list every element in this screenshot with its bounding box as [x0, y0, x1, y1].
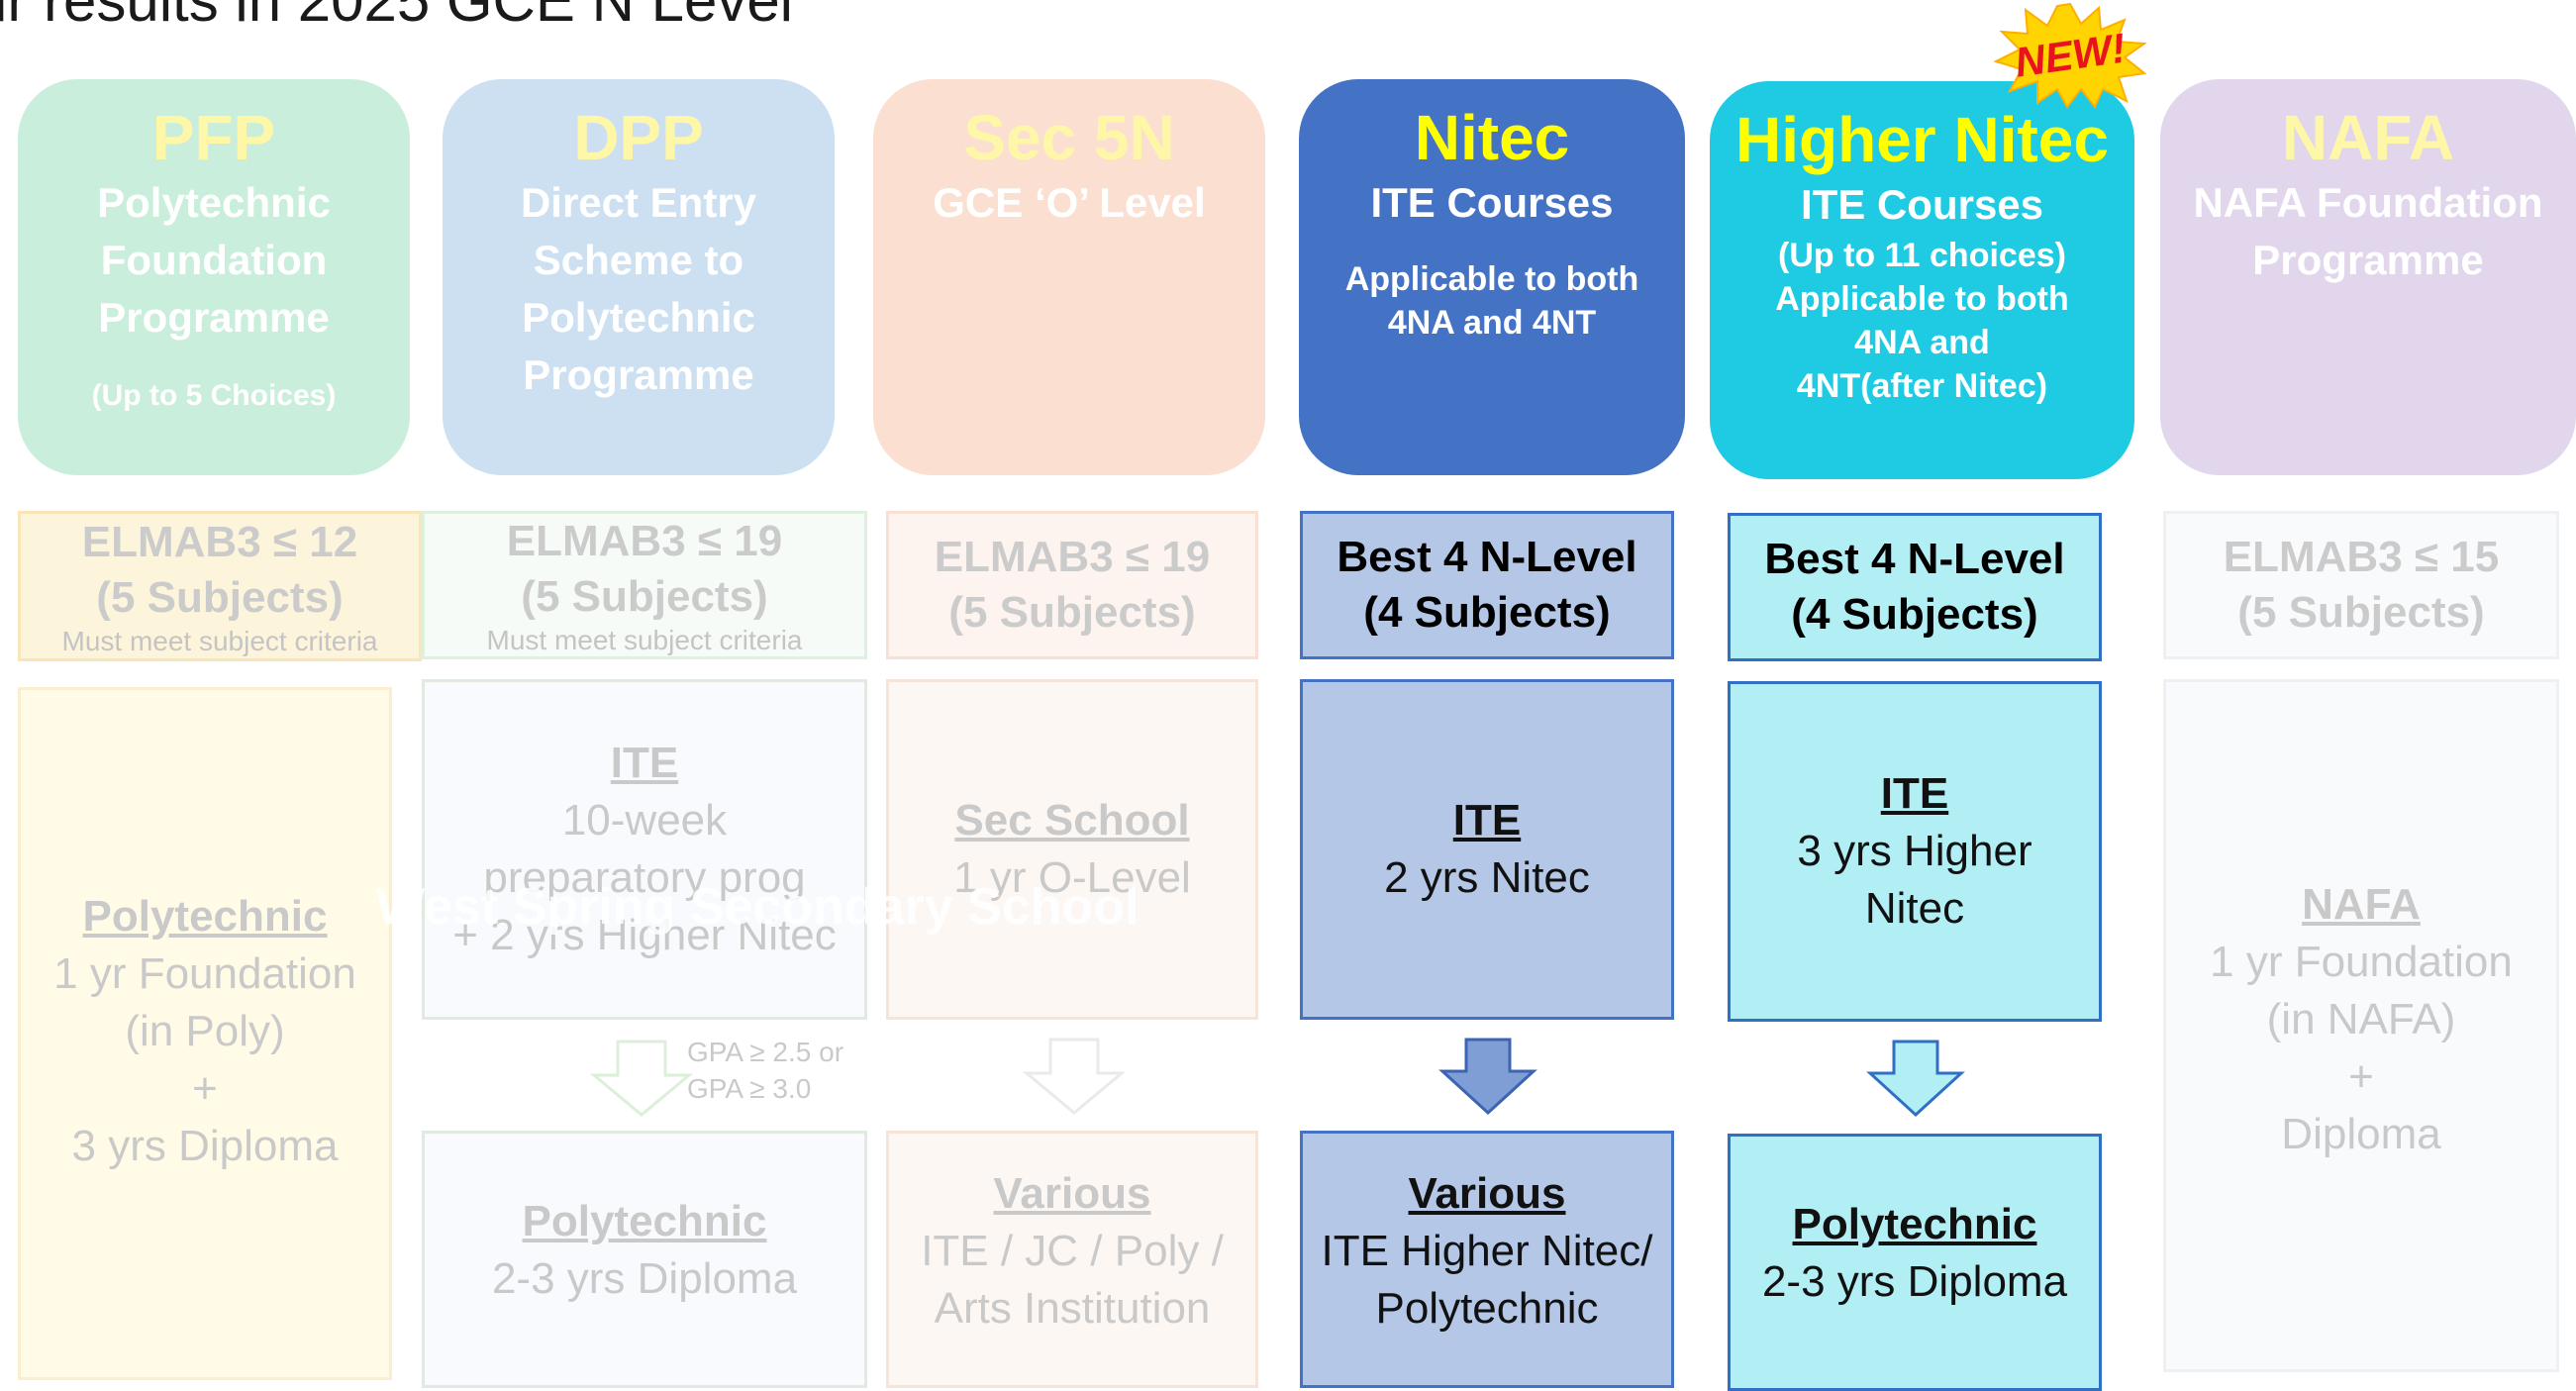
- outcome-higher-nitec: Polytechnic 2-3 yrs Diploma: [1728, 1134, 2102, 1391]
- criteria-higher-nitec-line2: (4 Subjects): [1791, 590, 2038, 639]
- card-higher-nitec-sub: ITE Courses: [1800, 180, 2044, 228]
- card-nitec-name: Nitec: [1414, 102, 1570, 173]
- program-nitec-detail: 2 yrs Nitec: [1384, 853, 1590, 902]
- arrow-down-icon: [1866, 1040, 1965, 1118]
- card-nitec: Nitec ITE Courses Applicable to both 4NA…: [1299, 79, 1685, 475]
- outcome-nitec-detail: ITE Higher Nitec/ Polytechnic: [1321, 1227, 1653, 1333]
- program-pfp: Polytechnic 1 yr Foundation (in Poly) + …: [18, 687, 392, 1380]
- program-pfp-detail: 1 yr Foundation (in Poly) + 3 yrs Diplom…: [53, 949, 356, 1170]
- program-nafa-title: NAFA: [2302, 880, 2421, 929]
- card-pfp-name: PFP: [151, 102, 276, 173]
- criteria-sec5n: ELMAB3 ≤ 19 (5 Subjects): [886, 511, 1258, 659]
- program-sec5n-detail: 1 yr O-Level: [953, 853, 1191, 902]
- program-dpp-title: ITE: [610, 739, 679, 787]
- program-higher-nitec-title: ITE: [1880, 769, 1949, 818]
- criteria-nafa: ELMAB3 ≤ 15 (5 Subjects): [2163, 511, 2559, 659]
- program-nafa: NAFA 1 yr Foundation (in NAFA) + Diploma: [2163, 679, 2559, 1372]
- outcome-dpp-title: Polytechnic: [522, 1197, 767, 1245]
- criteria-dpp-line1: ELMAB3 ≤ 19: [506, 517, 783, 565]
- card-dpp-name: DPP: [573, 102, 704, 173]
- arrow-down-icon: [589, 1040, 694, 1117]
- arrow-down-icon: [1022, 1038, 1127, 1115]
- outcome-nitec-title: Various: [1408, 1169, 1566, 1218]
- program-dpp: ITE 10-week preparatory prog + 2 yrs Hig…: [422, 679, 867, 1020]
- new-badge-burst: [1993, 2, 2147, 109]
- card-dpp-sub: Direct Entry Scheme to Polytechnic Progr…: [520, 178, 757, 398]
- card-higher-nitec-name: Higher Nitec: [1735, 104, 2109, 175]
- watermark-text: West Spring Secondary School: [376, 878, 1139, 936]
- card-higher-nitec: Higher Nitec ITE Courses (Up to 11 choic…: [1710, 81, 2134, 479]
- card-nitec-sub: ITE Courses: [1370, 178, 1614, 226]
- card-pfp-sub: Polytechnic Foundation Programme: [97, 178, 331, 341]
- criteria-nitec-line2: (4 Subjects): [1363, 588, 1611, 637]
- card-sec5n-name: Sec 5N: [963, 102, 1175, 173]
- card-higher-nitec-note: (Up to 11 choices) Applicable to both 4N…: [1775, 236, 2069, 405]
- criteria-nafa-line1: ELMAB3 ≤ 15: [2223, 533, 2500, 581]
- card-pfp: PFP Polytechnic Foundation Programme (Up…: [18, 79, 410, 475]
- criteria-nitec-line1: Best 4 N-Level: [1337, 533, 1637, 581]
- outcome-nitec: Various ITE Higher Nitec/ Polytechnic: [1300, 1131, 1674, 1388]
- criteria-higher-nitec-line1: Best 4 N-Level: [1764, 535, 2065, 583]
- program-higher-nitec: ITE 3 yrs Higher Nitec: [1728, 681, 2102, 1022]
- outcome-sec5n-title: Various: [993, 1169, 1151, 1218]
- criteria-dpp-note: Must meet subject criteria: [486, 625, 803, 655]
- criteria-dpp: ELMAB3 ≤ 19 (5 Subjects) Must meet subje…: [422, 511, 867, 659]
- criteria-pfp-line2: (5 Subjects): [96, 573, 344, 622]
- program-nafa-detail: 1 yr Foundation (in NAFA) + Diploma: [2210, 938, 2513, 1158]
- new-badge-icon: NEW!: [1993, 2, 2147, 109]
- program-nitec-title: ITE: [1452, 796, 1522, 845]
- criteria-dpp-line2: (5 Subjects): [521, 572, 768, 621]
- card-nafa-sub: NAFA Foundation Programme: [2193, 178, 2543, 283]
- program-nitec: ITE 2 yrs Nitec: [1300, 679, 1674, 1020]
- criteria-higher-nitec: Best 4 N-Level (4 Subjects): [1728, 513, 2102, 661]
- criteria-nitec: Best 4 N-Level (4 Subjects): [1300, 511, 1674, 659]
- criteria-nafa-line2: (5 Subjects): [2237, 588, 2485, 637]
- card-pfp-note: (Up to 5 Choices): [91, 378, 337, 412]
- program-dpp-detail: 10-week preparatory prog + 2 yrs Higher …: [452, 796, 837, 959]
- page-title: ir results in 2025 GCE N Level: [0, 0, 794, 34]
- card-dpp: DPP Direct Entry Scheme to Polytechnic P…: [443, 79, 835, 475]
- outcome-higher-nitec-title: Polytechnic: [1792, 1200, 2037, 1248]
- card-nitec-note: Applicable to both 4NA and 4NT: [1344, 259, 1639, 342]
- outcome-sec5n: Various ITE / JC / Poly / Arts Instituti…: [886, 1131, 1258, 1388]
- outcome-dpp: Polytechnic 2-3 yrs Diploma: [422, 1131, 867, 1388]
- gpa-requirement-note: GPA ≥ 2.5 or GPA ≥ 3.0: [687, 1037, 844, 1104]
- criteria-pfp-note: Must meet subject criteria: [61, 626, 378, 656]
- program-higher-nitec-detail: 3 yrs Higher Nitec: [1797, 827, 2032, 933]
- program-pfp-title: Polytechnic: [82, 892, 328, 941]
- outcome-dpp-detail: 2-3 yrs Diploma: [491, 1254, 798, 1303]
- criteria-sec5n-line2: (5 Subjects): [948, 588, 1196, 637]
- program-sec5n: Sec School 1 yr O-Level: [886, 679, 1258, 1020]
- outcome-sec5n-detail: ITE / JC / Poly / Arts Institution: [921, 1227, 1224, 1333]
- arrow-down-icon: [1438, 1038, 1537, 1116]
- outcome-higher-nitec-detail: 2-3 yrs Diploma: [1761, 1257, 2068, 1306]
- card-nafa-name: NAFA: [2281, 102, 2455, 173]
- criteria-sec5n-line1: ELMAB3 ≤ 19: [934, 533, 1211, 581]
- card-sec5n: Sec 5N GCE ‘O’ Level: [873, 79, 1265, 475]
- program-sec5n-title: Sec School: [954, 796, 1190, 845]
- criteria-pfp: ELMAB3 ≤ 12 (5 Subjects) Must meet subje…: [18, 511, 422, 661]
- card-nafa: NAFA NAFA Foundation Programme: [2160, 79, 2576, 475]
- card-sec5n-sub: GCE ‘O’ Level: [933, 178, 1206, 226]
- criteria-pfp-line1: ELMAB3 ≤ 12: [81, 518, 358, 566]
